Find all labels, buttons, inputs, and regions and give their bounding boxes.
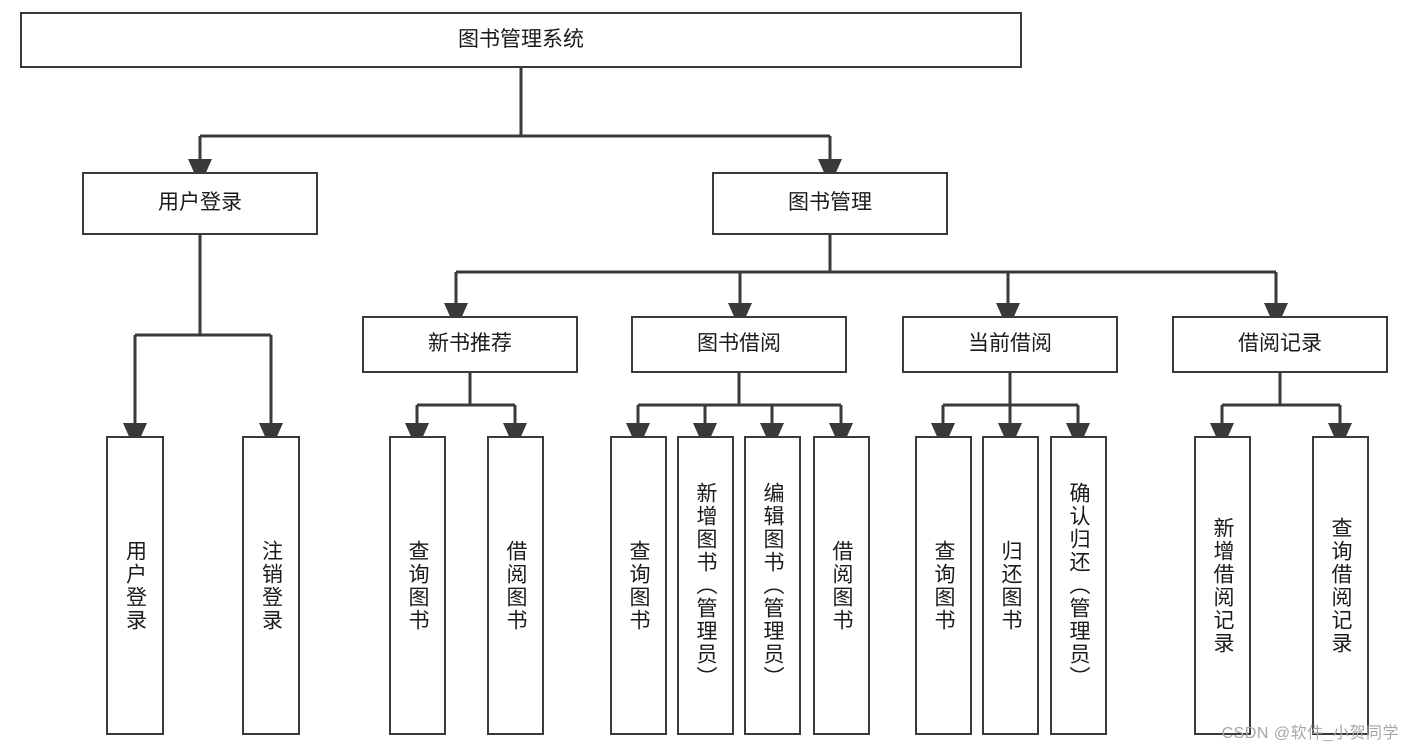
leaf-borrow-book-2[interactable]: 新增图书（管理员）: [677, 436, 734, 735]
node-root[interactable]: 图书管理系统: [20, 12, 1022, 68]
leaf-current-borrow-1-label: 查询图书: [932, 539, 955, 632]
leaf-borrow-book-1[interactable]: 查询图书: [610, 436, 667, 735]
watermark-text: CSDN @软件_小贺同学: [1221, 725, 1399, 742]
node-user-login[interactable]: 用户登录: [82, 172, 318, 235]
leaf-new-book-2-label: 借阅图书: [504, 539, 527, 632]
node-borrow-record[interactable]: 借阅记录: [1172, 316, 1388, 373]
node-borrow-record-label: 借阅记录: [1238, 332, 1322, 356]
leaf-new-book-1[interactable]: 查询图书: [389, 436, 446, 735]
leaf-borrow-book-3[interactable]: 编辑图书（管理员）: [744, 436, 801, 735]
leaf-current-borrow-2-label: 归还图书: [999, 539, 1022, 632]
leaf-new-book-2[interactable]: 借阅图书: [487, 436, 544, 735]
node-borrow-book-label: 图书借阅: [697, 332, 781, 356]
leaf-user-login-1-label: 用户登录: [123, 539, 147, 632]
leaf-borrow-record-2[interactable]: 查询借阅记录: [1312, 436, 1369, 735]
leaf-borrow-book-2-label: 新增图书（管理员）: [694, 482, 717, 689]
leaf-current-borrow-3-label: 确认归还（管理员）: [1067, 482, 1090, 689]
node-user-login-label: 用户登录: [158, 191, 242, 215]
node-book-manage-label: 图书管理: [788, 191, 872, 215]
leaf-current-borrow-1[interactable]: 查询图书: [915, 436, 972, 735]
leaf-new-book-1-label: 查询图书: [406, 539, 429, 632]
leaf-user-login-2-label: 注销登录: [259, 539, 283, 632]
leaf-current-borrow-2[interactable]: 归还图书: [982, 436, 1039, 735]
leaf-borrow-book-4-label: 借阅图书: [830, 539, 853, 632]
leaf-borrow-book-4[interactable]: 借阅图书: [813, 436, 870, 735]
node-borrow-book[interactable]: 图书借阅: [631, 316, 847, 373]
node-book-manage[interactable]: 图书管理: [712, 172, 948, 235]
node-current-borrow-label: 当前借阅: [968, 332, 1052, 356]
leaf-borrow-record-1[interactable]: 新增借阅记录: [1194, 436, 1251, 735]
node-new-book-label: 新书推荐: [428, 332, 512, 356]
leaf-borrow-record-2-label: 查询借阅记录: [1329, 516, 1352, 655]
leaf-borrow-book-3-label: 编辑图书（管理员）: [761, 482, 784, 689]
leaf-borrow-book-1-label: 查询图书: [627, 539, 650, 632]
leaf-current-borrow-3[interactable]: 确认归还（管理员）: [1050, 436, 1107, 735]
node-root-label: 图书管理系统: [458, 27, 584, 51]
leaf-borrow-record-1-label: 新增借阅记录: [1211, 516, 1234, 655]
leaf-user-login-1[interactable]: 用户登录: [106, 436, 164, 735]
node-current-borrow[interactable]: 当前借阅: [902, 316, 1118, 373]
leaf-user-login-2[interactable]: 注销登录: [242, 436, 300, 735]
node-new-book[interactable]: 新书推荐: [362, 316, 578, 373]
